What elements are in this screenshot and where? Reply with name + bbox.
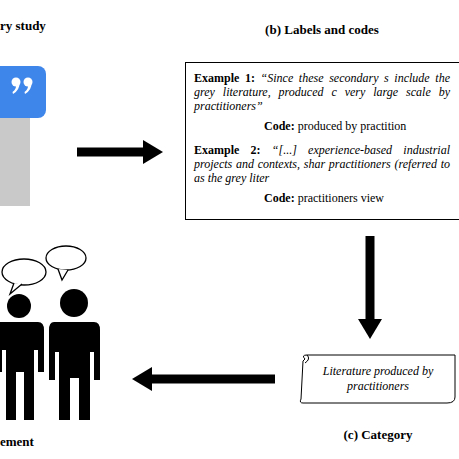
code-text: produced by practition [298, 119, 407, 133]
item-label: Example 2: [194, 143, 261, 157]
node-shape: Literature produced by practitioners [297, 353, 459, 405]
flow-arrow [77, 140, 163, 164]
people-icon [0, 246, 100, 420]
node-shape [0, 252, 110, 422]
section-heading: (c) Category [297, 427, 459, 443]
flow-arrow [132, 367, 275, 391]
category-label: Literature produced by practitioners [307, 364, 449, 394]
example-quote: Example 2: “[...] experience-based indus… [194, 143, 450, 185]
node-shape: Example 1: “Since these secondary s incl… [185, 62, 459, 220]
arrow-shaft [151, 375, 275, 384]
code-line: Code: produced by practition [194, 119, 450, 133]
quote-bubble [0, 66, 46, 118]
code-line: Code: practitioners view [194, 191, 450, 205]
section-heading: ry study [0, 18, 46, 34]
section-heading: ement [0, 434, 110, 450]
flow-arrow [358, 236, 382, 339]
item-label: Example 1: [194, 71, 255, 85]
arrow-head [358, 319, 382, 339]
quote-mark [12, 78, 33, 95]
arrow-shaft [366, 236, 375, 320]
code-text: practitioners view [298, 191, 384, 205]
item-label: Code: [264, 119, 295, 133]
item-label: Code: [264, 191, 295, 205]
node-shape [0, 80, 55, 228]
arrow-shaft [77, 148, 144, 157]
example-quote: Example 1: “Since these secondary s incl… [194, 71, 450, 113]
section-heading: (b) Labels and codes [185, 22, 459, 38]
arrow-head [143, 140, 163, 164]
arrow-head [132, 367, 152, 391]
